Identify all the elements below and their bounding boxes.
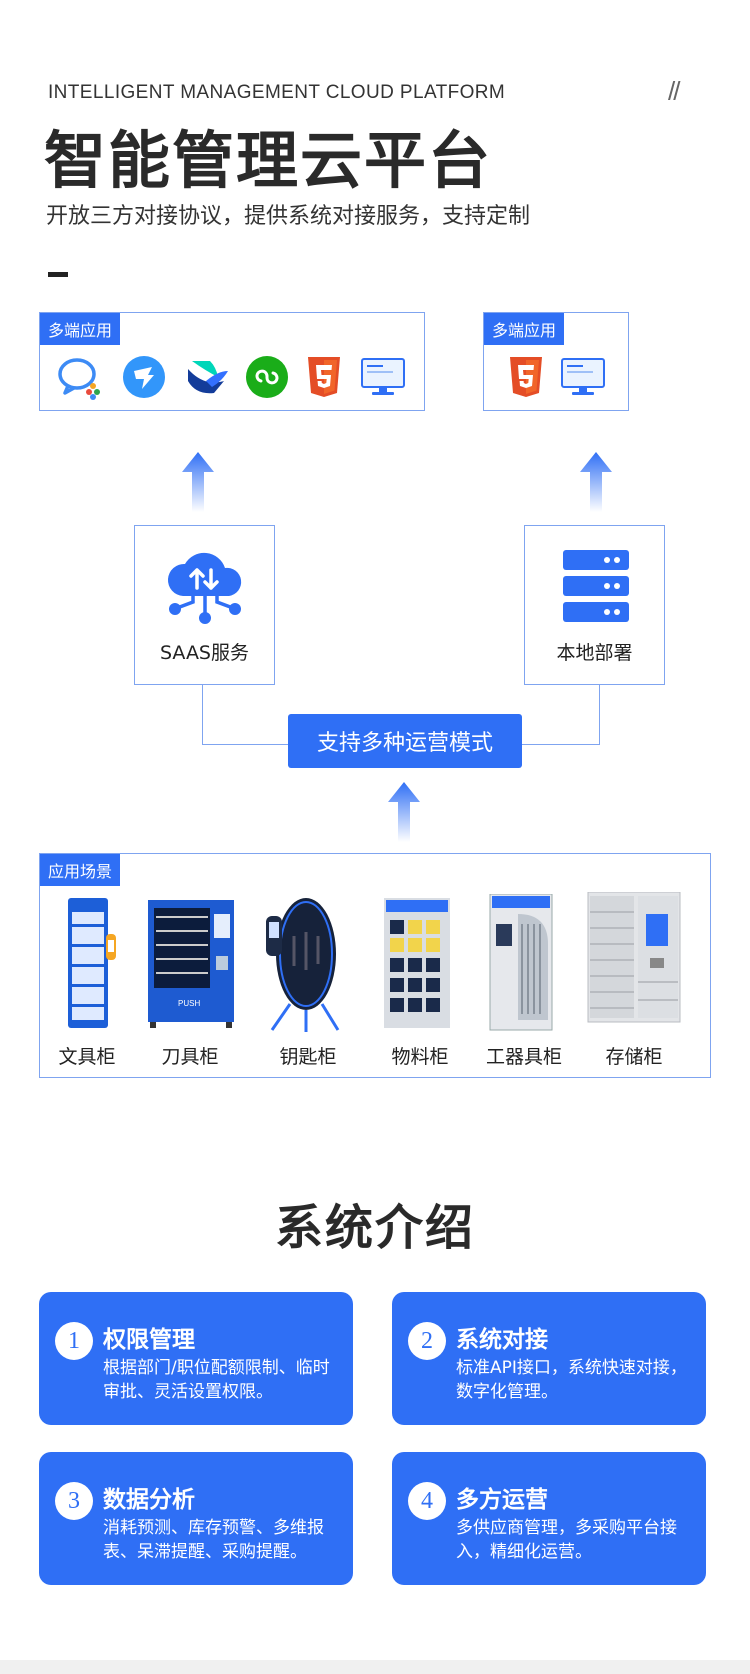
- feature-card: 4 多方运营 多供应商管理，多采购平台接入，精细化运营。: [392, 1452, 706, 1585]
- mini-program-icon: [245, 355, 289, 399]
- material-cabinet-icon: [382, 898, 452, 1034]
- card-number: 4: [408, 1482, 446, 1520]
- card-title: 数据分析: [103, 1487, 195, 1513]
- html5-icon: [306, 355, 342, 399]
- html5-icon: [508, 355, 544, 399]
- dingtalk-icon: [122, 355, 166, 399]
- cloud-sync-icon: [163, 546, 247, 626]
- stationery-cabinet-icon: [62, 898, 118, 1032]
- card-title: 系统对接: [456, 1327, 548, 1353]
- saas-service-box: SAAS服务: [134, 525, 275, 685]
- feature-card: 2 系统对接 标准API接口，系统快速对接，数字化管理。: [392, 1292, 706, 1425]
- title-dash-divider: [48, 272, 68, 277]
- monitor-icon: [560, 357, 606, 397]
- operation-mode-badge: 支持多种运营模式: [288, 714, 522, 768]
- card-description: 多供应商管理，多采购平台接入，精细化运营。: [456, 1518, 677, 1562]
- saas-label: SAAS服务: [160, 642, 249, 664]
- storage-cabinet-icon: [586, 892, 682, 1028]
- arrow-up-icon: [388, 782, 420, 842]
- svg-text:PUSH: PUSH: [178, 999, 200, 1008]
- section-title: 系统介绍: [274, 1200, 475, 1256]
- cabinet-label-materials: 物料柜: [391, 1046, 449, 1068]
- card-description: 根据部门/职位配额限制、临时审批、灵活设置权限。: [103, 1358, 330, 1402]
- box-tag: 应用场景: [40, 854, 121, 886]
- feature-card: 1 权限管理 根据部门/职位配额限制、临时审批、灵活设置权限。: [39, 1292, 353, 1425]
- footer-bar: [0, 1660, 750, 1674]
- feature-card: 3 数据分析 消耗预测、库存预警、多维报表、呆滞提醒、采购提醒。: [39, 1452, 353, 1585]
- cabinet-label-instruments: 工器具柜: [485, 1046, 562, 1068]
- card-title: 权限管理: [103, 1327, 195, 1353]
- card-number: 2: [408, 1322, 446, 1360]
- key-cabinet-icon: [262, 896, 342, 1036]
- cabinet-label-storage: 存储柜: [605, 1046, 663, 1068]
- card-description: 标准API接口，系统快速对接，数字化管理。: [456, 1358, 687, 1402]
- arrow-up-icon: [182, 452, 214, 512]
- local-deploy-label: 本地部署: [556, 642, 633, 664]
- decorative-slashes: //: [668, 76, 681, 106]
- monitor-icon: [360, 357, 406, 397]
- card-description: 消耗预测、库存预警、多维报表、呆滞提醒、采购提醒。: [103, 1518, 324, 1562]
- subtitle-en: INTELLIGENT MANAGEMENT CLOUD PLATFORM: [48, 82, 506, 103]
- feishu-icon: [184, 357, 230, 397]
- box-tag: 多端应用: [40, 313, 121, 345]
- multi-platform-box-right: 多端应用: [483, 312, 629, 411]
- page-title: 智能管理云平台: [44, 124, 493, 197]
- card-title: 多方运营: [456, 1487, 548, 1513]
- card-number: 3: [55, 1482, 93, 1520]
- cabinet-label-keys: 钥匙柜: [279, 1046, 337, 1068]
- connector-right: [520, 685, 600, 745]
- cabinet-label-tools: 刀具柜: [161, 1046, 219, 1068]
- local-deploy-box: 本地部署: [524, 525, 665, 685]
- arrow-up-icon: [580, 452, 612, 512]
- server-icon: [561, 548, 631, 624]
- instrument-cabinet-icon: [488, 894, 554, 1036]
- cabinet-label-stationery: 文具柜: [58, 1046, 116, 1068]
- card-number: 1: [55, 1322, 93, 1360]
- tagline: 开放三方对接协议，提供系统对接服务，支持定制: [46, 204, 531, 229]
- connector-left: [202, 685, 292, 745]
- wecom-icon: [56, 353, 104, 401]
- multi-platform-box-left: 多端应用: [39, 312, 425, 411]
- tool-vending-cabinet-icon: PUSH: [146, 900, 236, 1030]
- box-tag: 多端应用: [484, 313, 565, 345]
